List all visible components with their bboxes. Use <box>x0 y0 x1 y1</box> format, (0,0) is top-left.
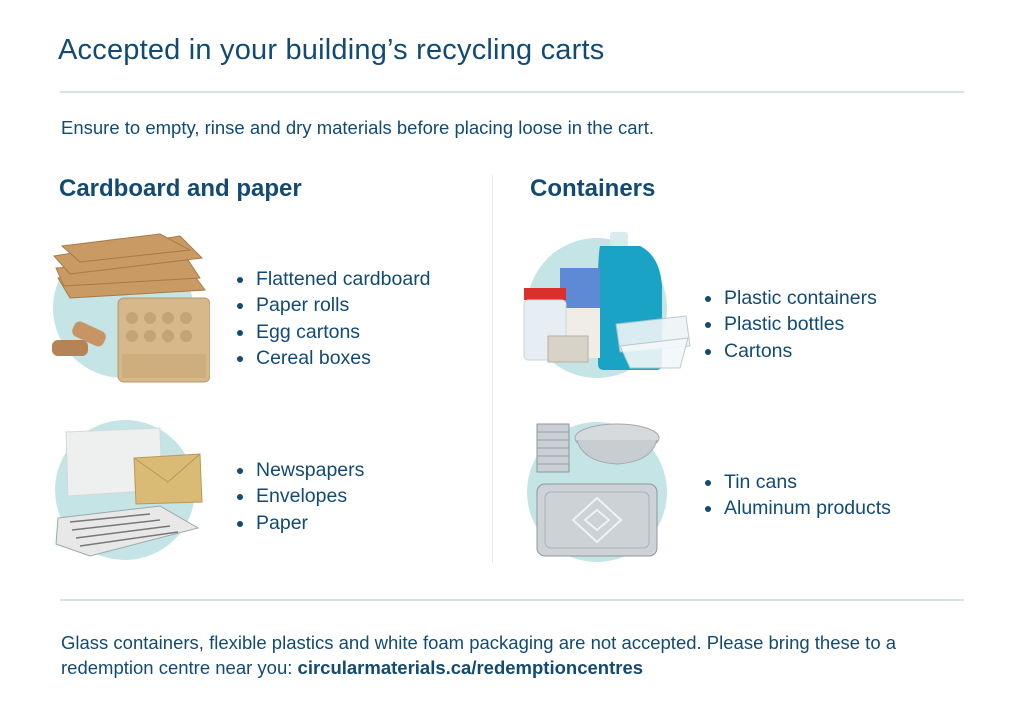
column-divider <box>492 175 493 563</box>
paper-list: Newspapers Envelopes Paper <box>236 457 364 536</box>
list-item: Flattened cardboard <box>236 266 431 292</box>
heading-containers: Containers <box>530 175 656 202</box>
footer-text: Glass containers, flexible plastics and … <box>61 632 897 678</box>
instructions: Ensure to empty, rinse and dry materials… <box>61 117 654 138</box>
top-divider <box>60 91 964 93</box>
containers-list: Plastic containers Plastic bottles Carto… <box>704 285 877 364</box>
metal-list: Tin cans Aluminum products <box>704 469 891 522</box>
paper-image <box>55 420 203 560</box>
plastic-containers-image <box>523 232 691 378</box>
list-item: Plastic containers <box>704 285 877 311</box>
cardboard-list: Flattened cardboard Paper rolls Egg cart… <box>236 266 431 371</box>
bottom-divider <box>60 599 964 601</box>
list-item: Egg cartons <box>236 319 431 345</box>
list-item: Newspapers <box>236 457 364 483</box>
list-item: Tin cans <box>704 469 891 495</box>
redemption-link[interactable]: circularmaterials.ca/redemptioncentres <box>297 657 644 678</box>
list-item: Paper rolls <box>236 292 431 318</box>
list-item: Paper <box>236 510 364 536</box>
metal-containers-image <box>527 422 667 562</box>
footer-note: Glass containers, flexible plastics and … <box>61 630 961 680</box>
list-item: Plastic bottles <box>704 311 877 337</box>
list-item: Cartons <box>704 338 877 364</box>
list-item: Envelopes <box>236 483 364 509</box>
heading-cardboard-paper: Cardboard and paper <box>59 175 302 202</box>
list-item: Cereal boxes <box>236 345 431 371</box>
page-title: Accepted in your building’s recycling ca… <box>58 34 605 66</box>
list-item: Aluminum products <box>704 495 891 521</box>
cardboard-image <box>52 233 210 383</box>
